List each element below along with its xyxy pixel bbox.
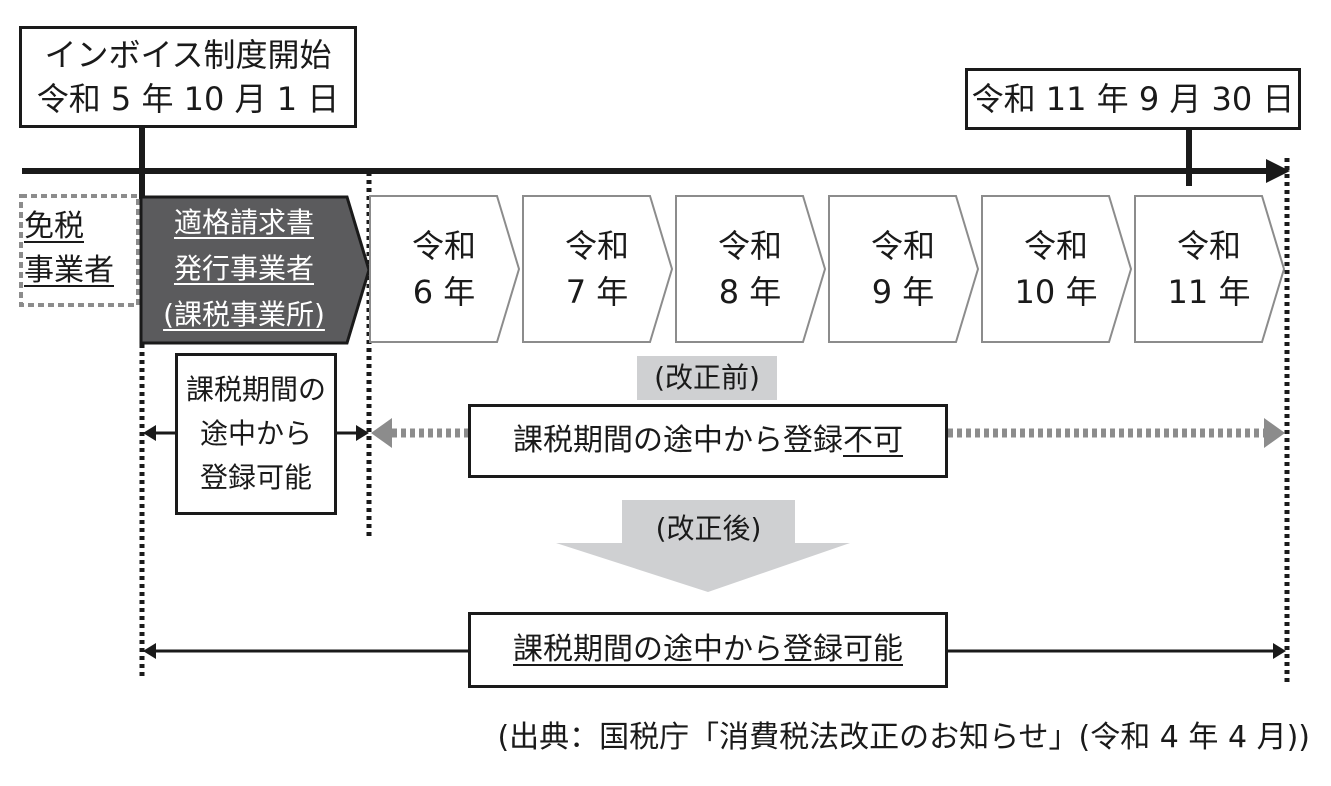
allowed-arrowhead-right [356,425,369,441]
end-date-label: 令和 11 年 9 月 30 日 [971,80,1295,118]
before-disallowed-text: 課税期間の途中から登録 [513,423,843,458]
year-era: 令和 [870,227,935,265]
disallowed-arrowhead-left [371,418,392,448]
amendment-down-arrow [556,500,850,592]
year-number: 11 年 [1167,273,1251,311]
year-chevron-r8: 令和 8 年 [675,194,827,344]
year-era: 令和 [411,227,476,265]
year-era: 令和 [564,227,629,265]
issuer-label-line1: 適格請求書 [173,206,314,239]
chevron-shape [981,195,1133,343]
year-label: 令和 11 年 [1134,194,1284,344]
year-label: 令和 9 年 [828,194,978,344]
end-date-box: 令和 11 年 9 月 30 日 [965,68,1301,130]
year-chevron-r7: 令和 7 年 [522,194,674,344]
exempt-label: 免税 事業者 [24,205,136,293]
issuer-label-line2: 発行事業者 [173,252,314,285]
year-era: 令和 [1023,227,1088,265]
year-chevron-r9: 令和 9 年 [828,194,980,344]
year-number: 7 年 [565,273,629,311]
chevron-shape [1134,195,1286,343]
after-arrowhead-left [143,643,156,659]
chevron-shape [675,195,827,343]
after-arrowhead-right [1273,643,1286,659]
issuer-label: 適格請求書 発行事業者 (課税事業所) [141,200,347,338]
after-allowed-box: 課税期間の途中から登録可能 [468,612,948,688]
year-number: 6 年 [412,273,476,311]
year-label: 令和 10 年 [981,194,1131,344]
chevron-shape [828,195,980,343]
exempt-box-border [19,194,140,307]
after-allowed-text: 課税期間の途中から登録可能 [513,632,903,667]
before-allowed-box: 課税期間の 途中から 登録可能 [175,353,337,515]
before-allowed-line1: 課税期間の [185,373,326,406]
before-allowed-line2: 途中から [199,417,312,450]
before-disallowed-emphasis: 不可 [843,423,903,458]
year-chevron-r11: 令和 11 年 [1134,194,1286,344]
issuer-label-line3: (課税事業所) [163,298,325,331]
year-era: 令和 [717,227,782,265]
before-disallowed-box: 課税期間の途中から登録不可 [468,404,948,478]
year-number: 9 年 [871,273,935,311]
allowed-arrowhead-left [143,425,156,441]
year-number: 8 年 [718,273,782,311]
invoice-start-date: 令和 5 年 10 月 1 日 [36,80,340,118]
chevron-shape [522,195,674,343]
before-amendment-label: (改正前) [637,356,777,400]
chevron-shape [369,195,521,343]
source-citation: (出典：国税庁「消費税法改正のお知らせ」(令和 4 年 4 月)) [497,720,1310,755]
disallowed-arrowhead-right [1264,418,1285,448]
year-label: 令和 8 年 [675,194,825,344]
timeline-arrowhead [1266,159,1290,183]
invoice-start-box: インボイス制度開始 令和 5 年 10 月 1 日 [19,26,357,128]
before-allowed-line3: 登録可能 [199,461,312,494]
year-label: 令和 6 年 [369,194,519,344]
year-number: 10 年 [1014,273,1098,311]
year-chevron-r6: 令和 6 年 [369,194,521,344]
issuer-chevron [139,195,371,345]
after-amendment-label: (改正後) [655,512,762,545]
year-era: 令和 [1176,227,1241,265]
exempt-label-line1: 免税 [24,209,84,244]
year-label: 令和 7 年 [522,194,672,344]
exempt-label-line2: 事業者 [24,253,114,288]
invoice-start-title: インボイス制度開始 [44,36,332,74]
year-chevron-r10: 令和 10 年 [981,194,1133,344]
